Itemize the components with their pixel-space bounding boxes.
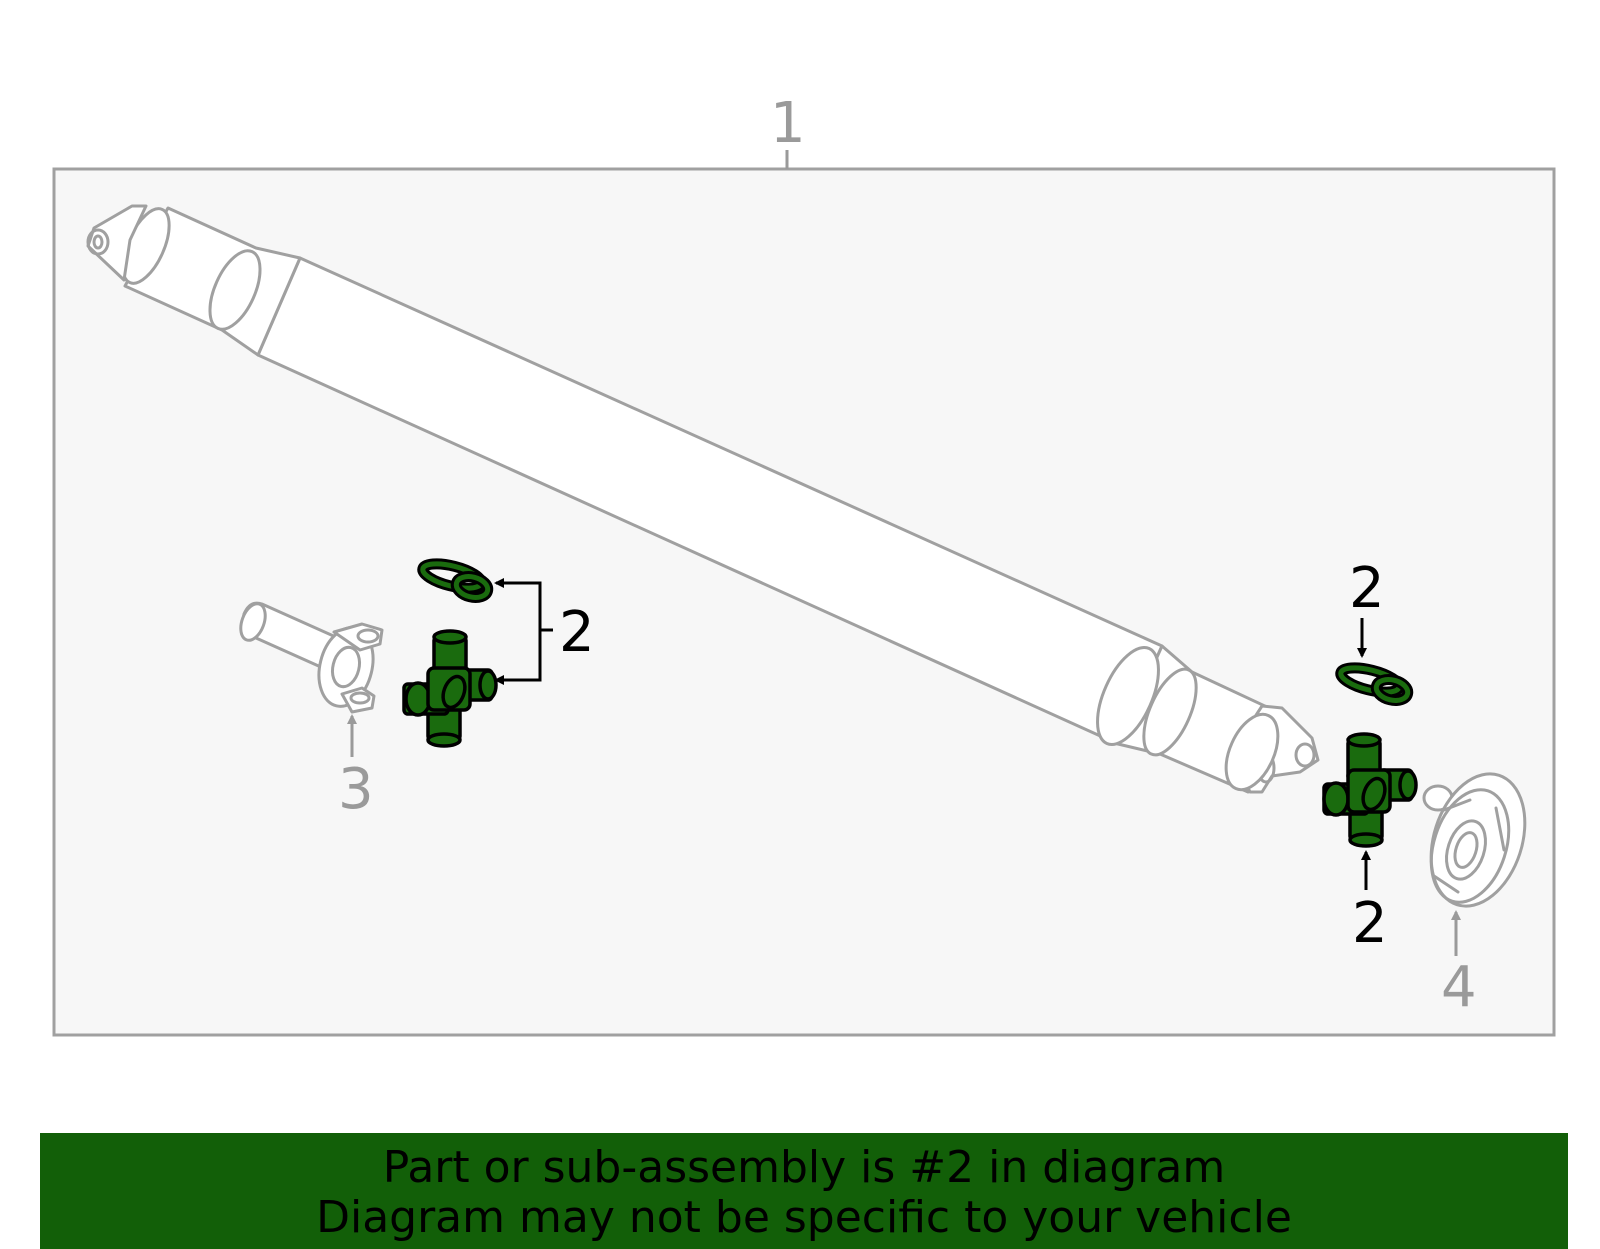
universal-joint-right [1322,732,1418,848]
callout-3: 3 [338,757,374,822]
snap-ring-left [417,558,494,603]
callout-2-lower-right: 2 [1352,891,1388,956]
callout-2-upper-right: 2 [1349,556,1385,621]
callout-4: 4 [1441,955,1477,1020]
companion-flange [1422,772,1527,908]
banner-line-1: Part or sub-assembly is #2 in diagram [382,1142,1226,1193]
callout-2-left: 2 [559,600,595,665]
banner-line-2: Diagram may not be specific to your vehi… [316,1192,1292,1243]
slip-yoke [239,601,384,714]
callout-1: 1 [770,91,806,156]
info-banner: Part or sub-assembly is #2 in diagram Di… [40,1133,1568,1249]
universal-joint-left [402,629,498,748]
drive-shaft [86,204,1320,794]
snap-ring-right [1335,662,1414,706]
